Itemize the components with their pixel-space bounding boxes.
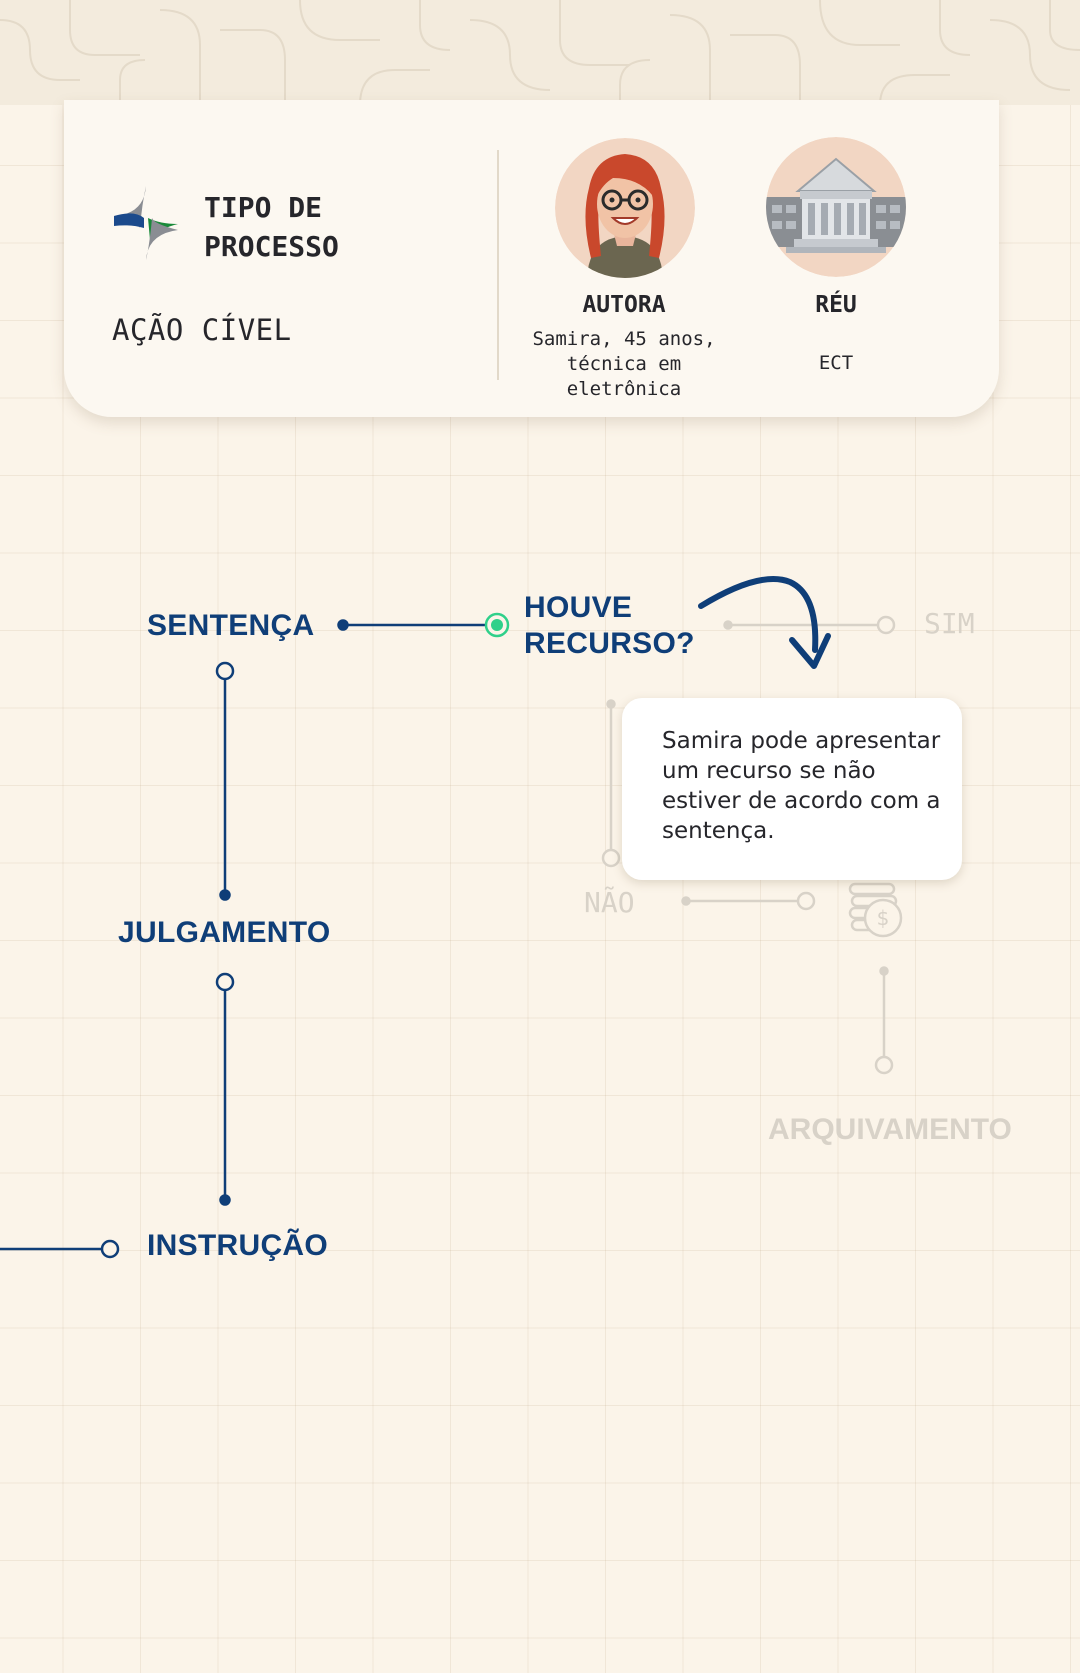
curved-arrow-icon bbox=[698, 576, 831, 669]
info-tooltip: Samira pode apresentar um recurso se não… bbox=[622, 698, 962, 880]
woman-avatar-icon bbox=[555, 138, 695, 278]
step-sentenca: SENTENÇA bbox=[147, 609, 315, 642]
step-houve-recurso: HOUVE RECURSO? bbox=[524, 591, 695, 660]
autora-label: AUTORA bbox=[582, 292, 666, 318]
header-pattern bbox=[0, 0, 1080, 105]
reu-description: ECT bbox=[818, 352, 854, 374]
svg-text:$: $ bbox=[877, 906, 890, 930]
faded-branch bbox=[601, 615, 896, 1075]
tooltip-text: Samira pode apresentar um recurso se não… bbox=[662, 728, 941, 844]
step-julgamento: JULGAMENTO bbox=[118, 916, 331, 949]
card-divider bbox=[497, 150, 499, 380]
option-sim: SIM bbox=[924, 607, 975, 640]
process-type-title: TIPO DE PROCESSO bbox=[204, 191, 339, 263]
autora-description: Samira, 45 anos, técnica em eletrônica bbox=[532, 328, 716, 400]
option-nao: NÃO bbox=[584, 886, 635, 919]
main-connectors bbox=[0, 619, 485, 1259]
process-type-value: AÇÃO CÍVEL bbox=[112, 313, 292, 347]
reu-label: RÉU bbox=[815, 292, 857, 318]
logo-icon bbox=[110, 184, 182, 267]
active-node-icon bbox=[484, 612, 510, 638]
step-arquivamento: ARQUIVAMENTO bbox=[768, 1113, 1012, 1146]
courthouse-icon bbox=[766, 137, 906, 277]
money-icon: $ bbox=[848, 882, 903, 938]
step-instrucao: INSTRUÇÃO bbox=[147, 1229, 329, 1262]
